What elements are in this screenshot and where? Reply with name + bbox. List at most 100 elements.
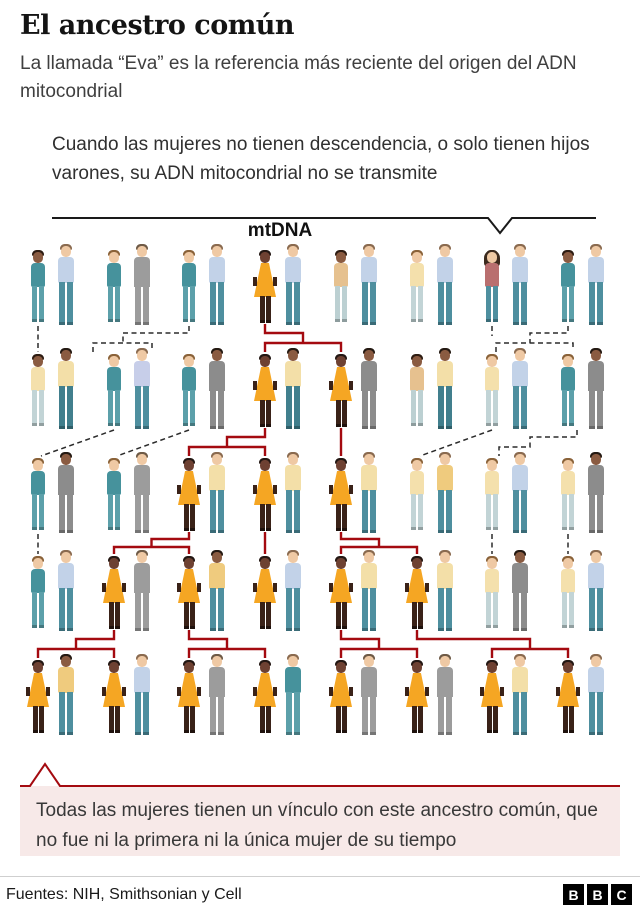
person-man bbox=[583, 550, 609, 631]
person-woman bbox=[25, 556, 51, 636]
mtdna-label: mtDNA bbox=[247, 220, 313, 241]
mtdna-line bbox=[187, 428, 267, 456]
person-man bbox=[129, 348, 155, 429]
person-woman-mtdna bbox=[328, 354, 354, 434]
person-woman-mtdna bbox=[555, 660, 581, 740]
person-woman-mtdna bbox=[25, 660, 51, 740]
person-man bbox=[129, 550, 155, 631]
person-man bbox=[583, 244, 609, 325]
person-man bbox=[507, 348, 533, 429]
bottom-callout: Todas las mujeres tienen un vínculo con … bbox=[20, 786, 620, 856]
mtdna-line bbox=[187, 630, 267, 658]
mtdna-line bbox=[339, 532, 419, 554]
mtdna-line bbox=[415, 630, 570, 658]
person-woman-mtdna bbox=[101, 556, 127, 636]
person-man bbox=[280, 550, 306, 631]
person-man bbox=[53, 348, 79, 429]
person-man bbox=[53, 550, 79, 631]
person-man bbox=[432, 244, 458, 325]
person-man bbox=[53, 244, 79, 325]
person-woman bbox=[101, 458, 127, 538]
callout-pointer-icon bbox=[20, 762, 620, 787]
person-woman bbox=[25, 458, 51, 538]
person-man bbox=[280, 654, 306, 735]
person-man bbox=[432, 654, 458, 735]
person-man bbox=[507, 654, 533, 735]
top-annotation-text: Cuando las mujeres no tienen descendenci… bbox=[52, 134, 590, 184]
person-woman-mtdna bbox=[328, 556, 354, 636]
person-man bbox=[129, 654, 155, 735]
person-man bbox=[583, 654, 609, 735]
mtdna-line bbox=[339, 630, 419, 658]
person-man bbox=[432, 452, 458, 533]
person-woman-mtdna bbox=[176, 556, 202, 636]
person-woman bbox=[404, 250, 430, 330]
person-woman-mtdna bbox=[404, 556, 430, 636]
person-man bbox=[280, 244, 306, 325]
person-woman bbox=[479, 250, 505, 330]
person-man bbox=[356, 244, 382, 325]
person-woman bbox=[25, 250, 51, 330]
person-man bbox=[356, 452, 382, 533]
person-woman-mtdna bbox=[252, 250, 278, 330]
person-man bbox=[583, 452, 609, 533]
mtdna-line bbox=[36, 630, 116, 658]
no-transmission-line bbox=[92, 326, 190, 352]
bbc-logo-letter: B bbox=[563, 884, 584, 905]
person-woman bbox=[555, 354, 581, 434]
person-woman bbox=[176, 354, 202, 434]
bbc-logo: B B C bbox=[563, 884, 632, 905]
person-woman bbox=[555, 250, 581, 330]
person-man bbox=[356, 654, 382, 735]
person-woman-mtdna bbox=[328, 660, 354, 740]
person-man bbox=[432, 550, 458, 631]
person-woman bbox=[25, 354, 51, 434]
person-woman-mtdna bbox=[252, 556, 278, 636]
person-woman bbox=[176, 250, 202, 330]
person-man bbox=[507, 452, 533, 533]
person-woman-mtdna bbox=[252, 458, 278, 538]
non-mtdna-dashed-lines bbox=[37, 326, 578, 554]
bbc-logo-letter: B bbox=[587, 884, 608, 905]
mtdna-line bbox=[263, 324, 343, 352]
person-man bbox=[507, 244, 533, 325]
footer-divider bbox=[0, 876, 640, 877]
person-man bbox=[129, 244, 155, 325]
person-woman-mtdna bbox=[479, 660, 505, 740]
mtdna-solid-lines bbox=[36, 324, 570, 658]
person-man bbox=[583, 348, 609, 429]
no-transmission-line bbox=[419, 429, 493, 457]
person-woman-mtdna bbox=[252, 354, 278, 434]
no-transmission-line bbox=[498, 430, 578, 456]
person-woman bbox=[479, 354, 505, 434]
person-man bbox=[204, 244, 230, 325]
person-woman-mtdna bbox=[176, 458, 202, 538]
person-man bbox=[204, 348, 230, 429]
page-title: El ancestro común bbox=[20, 10, 295, 41]
person-woman bbox=[328, 250, 354, 330]
person-man bbox=[280, 452, 306, 533]
person-woman bbox=[479, 458, 505, 538]
person-woman-mtdna bbox=[176, 660, 202, 740]
page-subtitle: La llamada “Eva” es la referencia más re… bbox=[20, 53, 577, 102]
person-woman-mtdna bbox=[252, 660, 278, 740]
person-man bbox=[204, 654, 230, 735]
mtdna-line bbox=[112, 532, 191, 554]
person-man bbox=[53, 654, 79, 735]
person-woman-mtdna bbox=[101, 660, 127, 740]
person-woman bbox=[101, 354, 127, 434]
no-transmission-line bbox=[495, 326, 574, 352]
person-man bbox=[129, 452, 155, 533]
person-woman bbox=[404, 354, 430, 434]
person-woman bbox=[404, 458, 430, 538]
no-transmission-line bbox=[116, 429, 190, 457]
bbc-logo-letter: C bbox=[611, 884, 632, 905]
person-woman bbox=[479, 556, 505, 636]
person-man bbox=[280, 348, 306, 429]
person-man bbox=[204, 550, 230, 631]
person-man bbox=[356, 348, 382, 429]
sources-text: Fuentes: NIH, Smithsonian y Cell bbox=[6, 886, 242, 903]
annotation-bracket-icon bbox=[52, 217, 596, 235]
